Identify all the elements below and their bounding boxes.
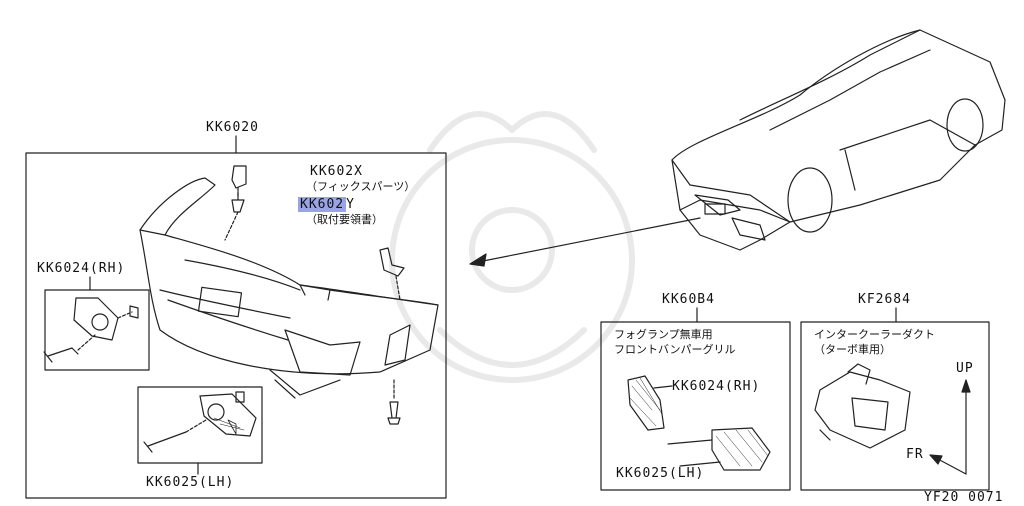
fog-grille-title-1: フォグランプ無車用 <box>614 328 713 341</box>
fog-grille-frame <box>600 321 791 491</box>
duct-title-1: インタークーラーダクト <box>814 328 935 341</box>
callout-doc-highlight: KK602 <box>298 197 347 212</box>
lh-grille-frame <box>137 386 263 464</box>
diagram-id: YF20 0071 <box>924 490 1004 505</box>
callout-doc-note: （取付要領書） <box>306 213 383 226</box>
side-bracket-drawing <box>379 247 405 277</box>
fog-grille-title-2: フロントバンパーグリル <box>614 343 736 356</box>
label-rh-grille[interactable]: KK6024(RH) <box>37 261 126 276</box>
top-bracket-drawing <box>231 165 247 189</box>
duct-title-2: （ターボ車用） <box>814 343 891 356</box>
part-number-fog-grille[interactable]: KK60B4 <box>662 292 715 307</box>
label-fog-lh[interactable]: KK6025(LH) <box>616 466 705 481</box>
callout-fix-note: （フィックスパーツ） <box>306 180 416 193</box>
callout-doc-suffix: Y <box>346 197 355 212</box>
orientation-up-label: UP <box>956 361 974 376</box>
duct-frame <box>800 321 990 491</box>
rh-grille-frame <box>44 289 150 371</box>
label-lh-grille[interactable]: KK6025(LH) <box>146 475 235 490</box>
part-number-duct[interactable]: KF2684 <box>858 292 911 307</box>
label-fog-rh[interactable]: KK6024(RH) <box>672 379 761 394</box>
part-number-bumper[interactable]: KK6020 <box>206 120 259 135</box>
watermark-crest-icon <box>389 111 635 383</box>
car-overview-drawing <box>671 29 1006 251</box>
main-part-frame <box>25 152 447 499</box>
orientation-fr-label: FR <box>906 447 924 462</box>
callout-fix-part[interactable]: KK602X <box>310 164 363 179</box>
front-bumper-drawing <box>139 177 439 399</box>
